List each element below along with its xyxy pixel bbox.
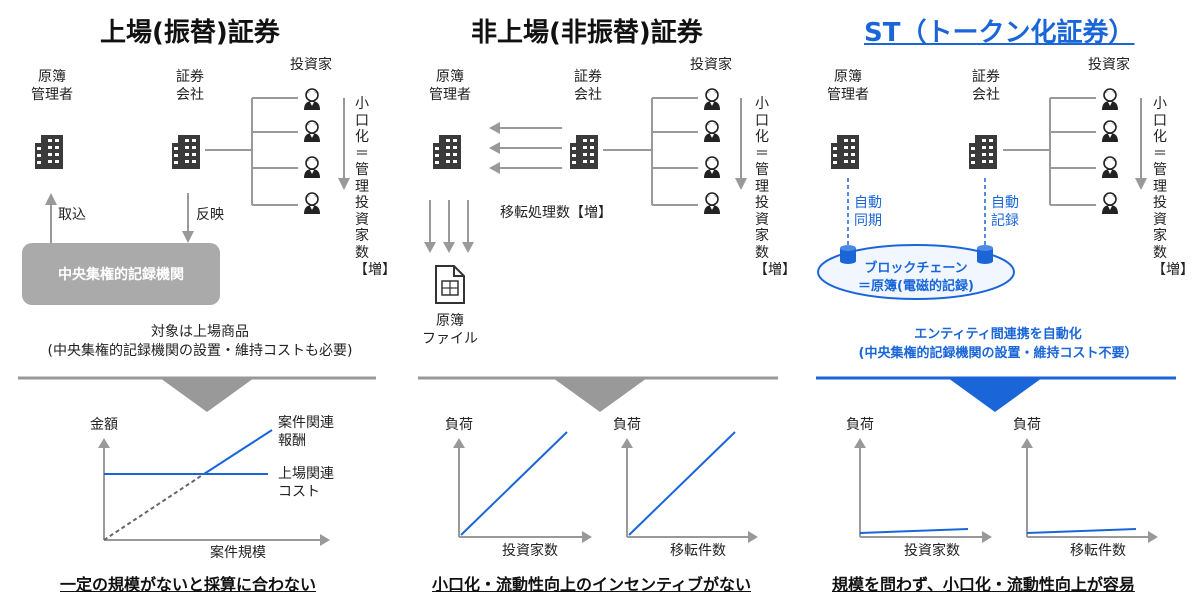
investor-tree-lines <box>205 97 298 206</box>
transfer-arrows <box>489 122 562 174</box>
auto-sync-label: 自動同期 <box>854 195 882 229</box>
vertical-increase: 【増】 <box>1152 262 1194 278</box>
panel-title: ST（トークン化証券） <box>864 18 1135 48</box>
investor-increase-arrow <box>1135 98 1147 190</box>
registry-admin-building-icon <box>831 135 859 169</box>
reward-line-label: 案件関連報酬 <box>278 415 334 449</box>
chart-xlabel: 移転件数 <box>1070 543 1126 559</box>
registry-admin-label: 原簿管理者 <box>827 69 869 103</box>
note-line-2: (中央集権的記録機関の設置・維持コストも必要) <box>47 343 353 359</box>
reflect-label: 反映 <box>196 207 224 223</box>
panel-title: 上場(振替)証券 <box>100 18 280 48</box>
divider-2 <box>418 376 778 412</box>
note-line-1: 対象は上場商品 <box>151 324 249 340</box>
investor-increase-arrow <box>338 98 350 190</box>
securities-company-building-icon <box>969 135 997 169</box>
securities-company-label: 証券会社 <box>176 69 204 103</box>
blockchain-label-2: ＝原簿(電磁的記録) <box>858 279 974 294</box>
reward-dashed-line <box>103 473 205 541</box>
registry-admin-building-icon <box>35 135 63 169</box>
investor-increase-arrow <box>735 98 747 190</box>
investor-tree-lines <box>603 97 698 206</box>
investor-icons <box>303 88 321 215</box>
securities-company-building-icon <box>172 135 200 169</box>
registry-admin-building-icon <box>433 135 461 169</box>
investors-label: 投資家 <box>690 57 732 73</box>
conclusion: 小口化・流動性向上のインセンティブがない <box>432 575 752 594</box>
auto-link-lines <box>847 178 986 247</box>
securities-company-building-icon <box>570 135 598 169</box>
conclusion: 規模を問わず、小口化・流動性向上が容易 <box>832 575 1135 594</box>
divider-3 <box>816 376 1176 412</box>
chart-xlabel: 案件規模 <box>210 545 266 561</box>
conclusion: 一定の規模がないと採算に合わない <box>60 575 317 594</box>
chart-ylabel: 負荷 <box>1013 417 1041 433</box>
investors-label: 投資家 <box>290 57 332 73</box>
securities-company-label: 証券会社 <box>972 69 1000 103</box>
registry-file-label: 原簿ファイル <box>422 313 478 347</box>
chart-ylabel: 負荷 <box>445 417 473 433</box>
spreadsheet-file-icon <box>435 265 465 304</box>
database-icon <box>840 245 856 264</box>
investor-icons <box>1101 88 1119 215</box>
intake-label: 取込 <box>58 207 86 223</box>
cost-line-label: 上場関連コスト <box>278 466 334 500</box>
divider-1 <box>18 376 376 412</box>
chart-ylabel: 金額 <box>90 417 118 433</box>
investor-icons <box>703 88 721 215</box>
transfer-count-label: 移転処理数【増】 <box>500 205 612 221</box>
central-registry-box: 中央集権的記録機関 <box>22 243 220 305</box>
chart-xlabel: 移転件数 <box>670 543 726 559</box>
vertical-note: 小口化＝管理投資家数 <box>755 96 769 261</box>
chart-ylabel: 負荷 <box>613 417 641 433</box>
chart-1 <box>98 429 330 546</box>
registry-admin-label: 原簿管理者 <box>31 69 73 103</box>
file-output-arrows <box>424 200 474 253</box>
chart-3a <box>854 438 992 543</box>
chart-2a <box>453 431 592 543</box>
chart-xlabel: 投資家数 <box>502 543 558 559</box>
panel-title: 非上場(非振替)証券 <box>471 18 703 48</box>
load-line <box>628 431 736 536</box>
load-line <box>460 431 568 536</box>
vertical-increase: 【増】 <box>354 262 396 278</box>
reward-line <box>203 429 273 475</box>
vertical-note: 小口化＝管理投資家数 <box>355 96 369 261</box>
vertical-increase: 【増】 <box>754 262 796 278</box>
registry-admin-label: 原簿管理者 <box>429 69 471 103</box>
chart-xlabel: 投資家数 <box>904 543 960 559</box>
intake-arrow <box>45 193 57 243</box>
blockchain-ellipse <box>817 244 1015 300</box>
chart-2b <box>621 431 758 543</box>
chart-3b <box>1021 438 1158 543</box>
securities-company-label: 証券会社 <box>574 69 602 103</box>
reflect-arrow <box>182 193 194 243</box>
load-line <box>1026 528 1137 534</box>
chart-ylabel: 負荷 <box>846 417 874 433</box>
load-line <box>859 528 969 534</box>
auto-record-label: 自動記録 <box>991 195 1019 229</box>
investors-label: 投資家 <box>1088 57 1130 73</box>
vertical-note: 小口化＝管理投資家数 <box>1153 96 1167 261</box>
note-line-1: エンティティ間連携を自動化 <box>914 327 1082 342</box>
blockchain-label-1: ブロックチェーン <box>864 261 968 276</box>
investor-tree-lines <box>1003 97 1096 206</box>
database-icon <box>977 245 993 264</box>
note-line-2: (中央集権的記録機関の設置・維持コスト不要） <box>858 346 1138 361</box>
